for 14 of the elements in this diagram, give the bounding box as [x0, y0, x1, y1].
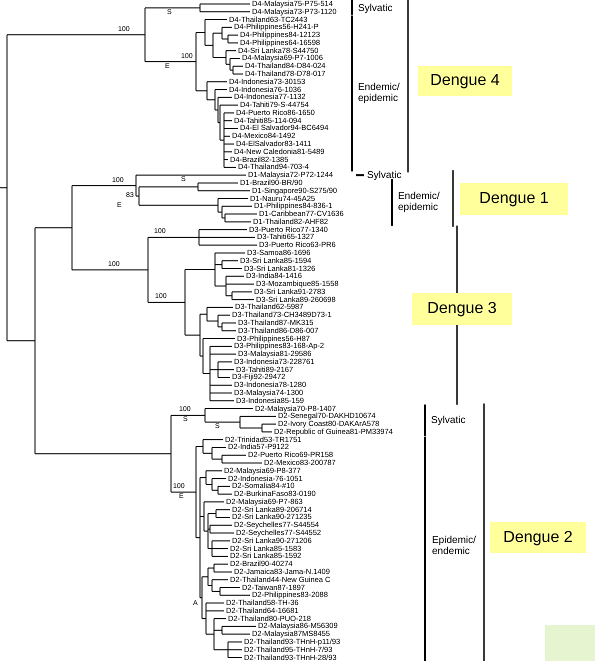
serotype-name: Dengue 2 — [503, 528, 573, 546]
serotype-name: Dengue 4 — [430, 72, 500, 90]
serotype-name: Dengue 1 — [479, 190, 549, 208]
serotype-box — [460, 182, 568, 214]
clade-label: Sylvatic — [358, 2, 394, 14]
serotype-box — [418, 66, 512, 96]
clade-label: Epidemic/ endemic — [432, 535, 477, 557]
serotype-box — [412, 293, 512, 326]
clade-label: Sylvatic — [431, 415, 466, 426]
clade-label: Sylvatic — [367, 170, 402, 182]
serotype-name: Dengue 3 — [427, 300, 497, 318]
clade-label: Endemic/ epidemic — [358, 82, 401, 104]
clade-label: Endemic/ epidemic — [398, 191, 441, 214]
serotype-box — [490, 522, 586, 553]
